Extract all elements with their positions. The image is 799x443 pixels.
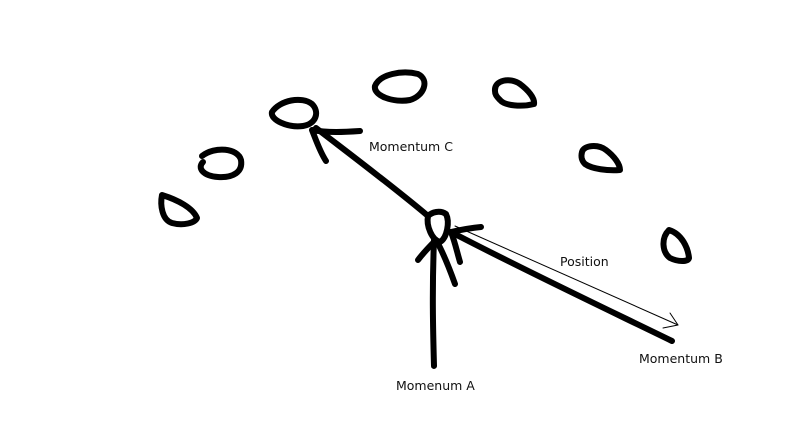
blob-6 [578, 143, 623, 174]
momentum-c-arrow-shaft [313, 125, 431, 219]
position-label: Position [560, 254, 609, 269]
blob-2 [197, 146, 245, 181]
center-blob [424, 208, 451, 245]
momentum-a-label: Momenum A [396, 378, 475, 393]
blob-7 [660, 227, 692, 264]
blob-3 [268, 96, 320, 130]
momentum-c-arrowhead [309, 127, 363, 164]
position-vector [454, 225, 679, 326]
position-vector-head [662, 312, 679, 329]
blob-5 [492, 77, 538, 109]
momentum-b-label: Momentum B [639, 351, 723, 366]
momentum-a-arrowhead [415, 237, 458, 287]
momentum-b-arrow-shaft [448, 229, 675, 344]
blob-1 [158, 192, 200, 228]
blob-4 [372, 69, 428, 104]
momentum-b-arrowhead [448, 224, 484, 265]
momentum-a-arrow-shaft [429, 237, 437, 369]
momentum-c-label: Momentum C [369, 139, 453, 154]
